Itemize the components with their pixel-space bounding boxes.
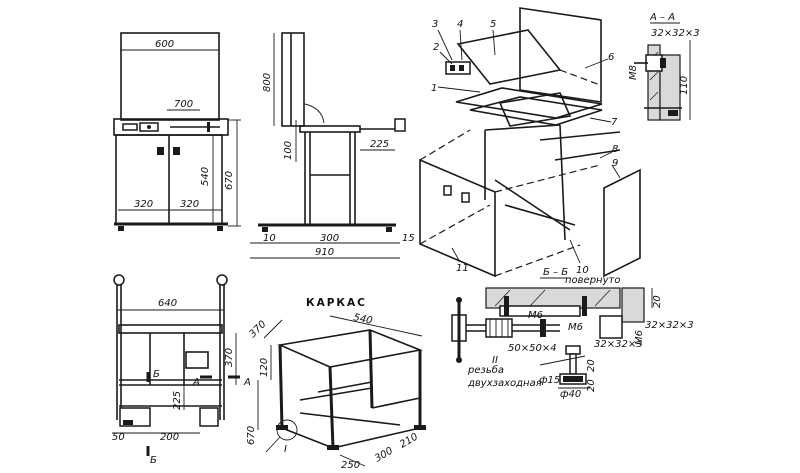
dim-50: 50 xyxy=(112,432,125,443)
dim-910: 910 xyxy=(315,247,334,258)
bb-profile-b: 32×32×3 xyxy=(594,339,643,350)
section-aa-profile: 32×32×3 xyxy=(651,28,700,39)
frame-title: КАРКАС xyxy=(306,297,367,309)
part-8: 8 xyxy=(612,144,618,155)
dim-700: 700 xyxy=(174,99,193,110)
dim-540: 540 xyxy=(200,167,211,186)
side-view: 800 100 225 10 300 15 910 xyxy=(250,32,415,259)
section-aa-m8: М8 xyxy=(628,65,639,80)
dim-320-left: 320 xyxy=(134,199,153,210)
bb-phi40: ф40 xyxy=(560,389,581,400)
dim-225-low: 225 xyxy=(172,391,183,410)
section-bb-title: Б – Б xyxy=(543,267,568,278)
bb-detail-ii: II xyxy=(492,355,498,366)
dim-225: 225 xyxy=(370,139,389,150)
frame-detail-i: I xyxy=(284,444,287,455)
dim-15: 15 xyxy=(402,233,415,244)
dim-10: 10 xyxy=(263,233,276,244)
bb-profile-a: 32×32×3 xyxy=(645,320,694,331)
dim-100: 100 xyxy=(283,141,294,160)
dim-600: 600 xyxy=(155,39,174,50)
bb-d20-low: 20 xyxy=(586,379,597,392)
frame-dim-300: 300 xyxy=(373,446,395,465)
dim-320-right: 320 xyxy=(180,199,199,210)
bb-phi15: ф15 xyxy=(539,375,560,386)
part-9: 9 xyxy=(612,158,618,169)
section-aa: А – А 32×32×3 М8 110 xyxy=(628,12,700,121)
part-11: 11 xyxy=(456,263,469,274)
frame-dim-670: 670 xyxy=(246,426,257,445)
part-5: 5 xyxy=(490,19,496,30)
section-aa-title: А – А xyxy=(649,12,675,23)
section-aa-110: 110 xyxy=(679,76,690,95)
dim-800: 800 xyxy=(262,73,273,92)
bb-m6-a: М6 xyxy=(528,310,543,321)
part-10: 10 xyxy=(576,265,589,276)
bb-thread-a: резьба xyxy=(467,364,504,376)
bb-m6-c: М6 xyxy=(634,330,645,345)
frame-dim-250: 250 xyxy=(341,460,360,471)
part-3: 3 xyxy=(432,19,438,30)
frame-dim-120: 120 xyxy=(259,358,270,377)
part-6: 6 xyxy=(608,52,614,63)
cut-a-right: А xyxy=(243,377,251,388)
bb-m6-b: М6 xyxy=(568,322,583,333)
part-4: 4 xyxy=(457,19,463,30)
bb-profile-c: 50×50×4 xyxy=(508,343,557,354)
bb-d20-side: 20 xyxy=(586,359,597,372)
frame-dim-540: 540 xyxy=(352,312,373,327)
cut-b-top: Б xyxy=(153,369,160,380)
frame-view: КАРКАС 370 540 120 670 I 250 300 xyxy=(246,297,426,471)
dim-640: 640 xyxy=(158,298,177,309)
section-bb: Б – Б М6 М6 М6 20 32 xyxy=(451,267,694,400)
bb-d20-top: 20 xyxy=(652,295,663,308)
part-1: 1 xyxy=(431,83,437,94)
frame-dim-210: 210 xyxy=(398,432,420,451)
note-povernuto: повернуто xyxy=(565,275,620,286)
exploded-view: 3 4 5 2 1 6 7 8 9 10 11 повернуто xyxy=(419,7,641,286)
dim-200: 200 xyxy=(160,432,179,443)
dim-300: 300 xyxy=(320,233,339,244)
lower-front-view: 640 370 225 50 200 Б Б А А xyxy=(112,274,251,466)
front-view: 600 700 540 670 320 320 xyxy=(113,32,241,231)
bb-thread-b: двухзаходная xyxy=(467,378,542,389)
dim-370: 370 xyxy=(224,348,235,367)
cut-b-bottom: Б xyxy=(150,455,157,466)
part-2: 2 xyxy=(433,42,439,53)
cut-a-left: А xyxy=(192,377,200,388)
part-7: 7 xyxy=(611,117,618,128)
dim-670: 670 xyxy=(224,171,235,190)
